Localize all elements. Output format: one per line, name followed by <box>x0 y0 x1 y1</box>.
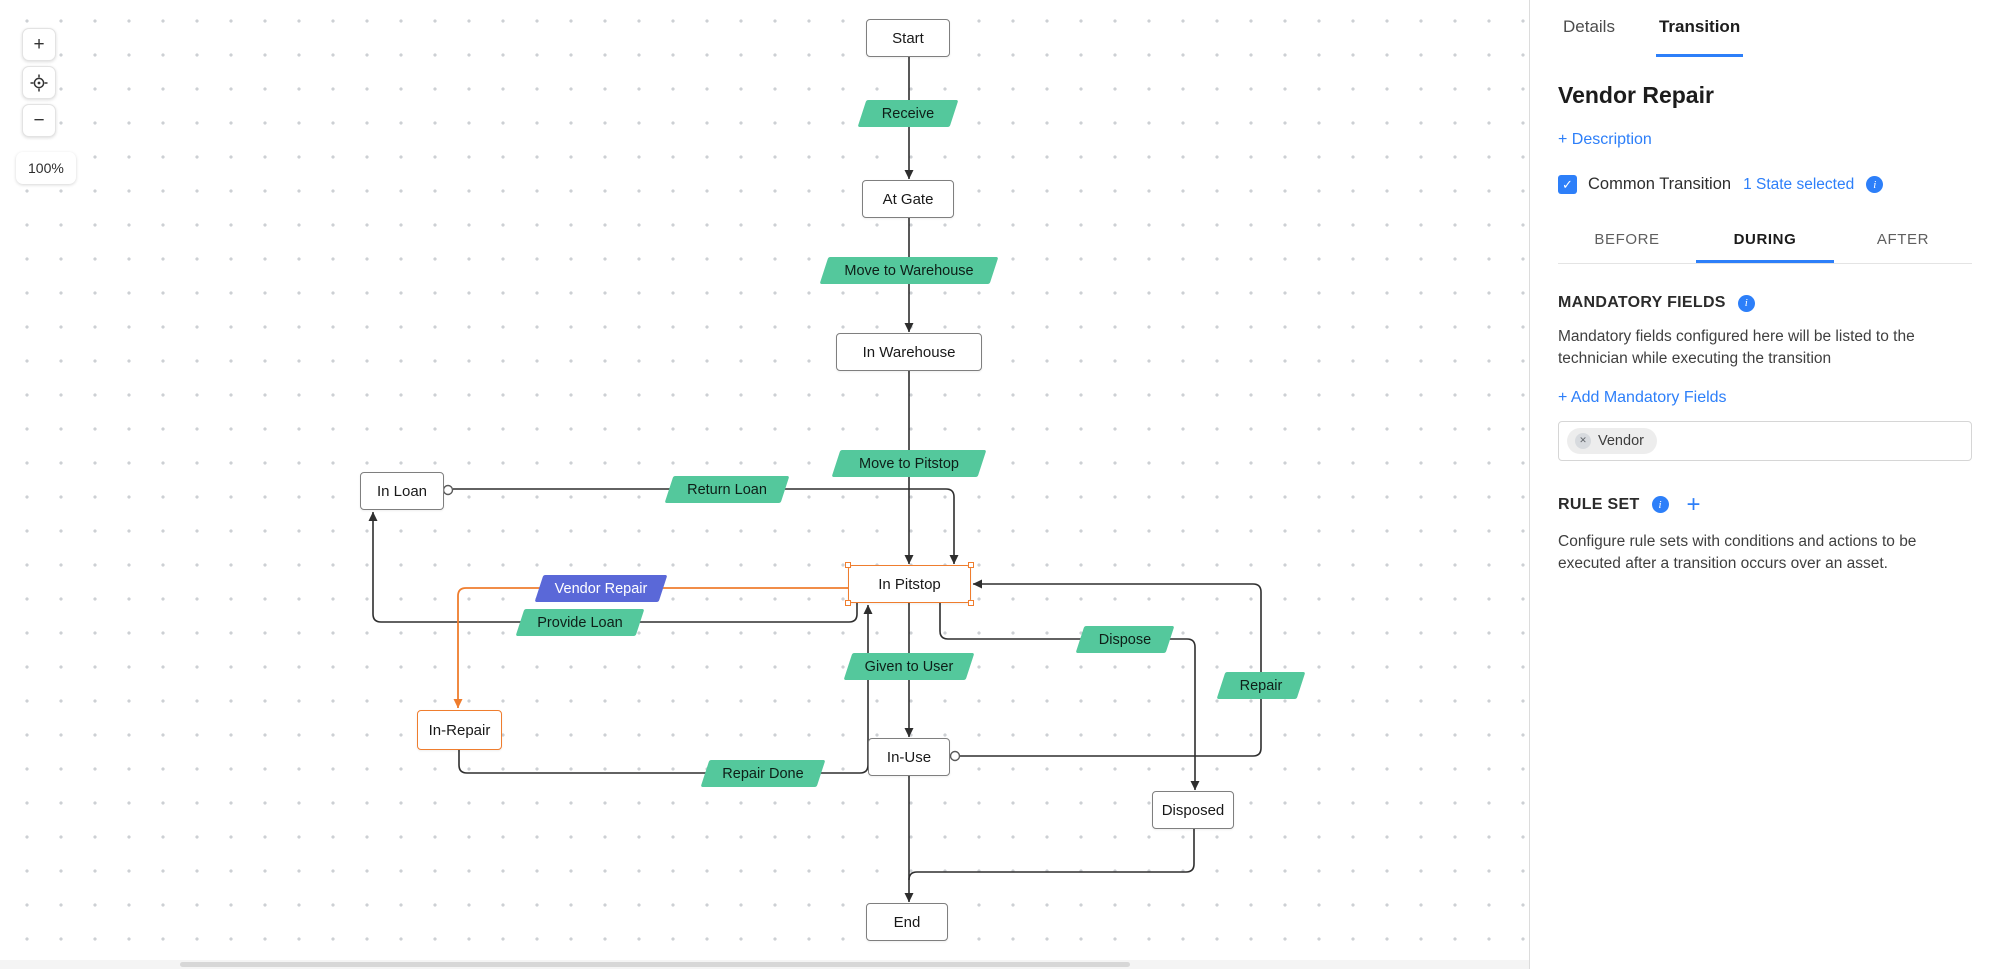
node-in-pitstop[interactable]: In Pitstop <box>845 562 974 606</box>
locate-icon <box>30 74 48 91</box>
rule-set-heading: RULE SET <box>1558 495 1640 513</box>
transition-label: Repair Done <box>722 765 804 782</box>
transition-label: Return Loan <box>687 481 767 498</box>
transition-vendor-repair-selected[interactable]: Vendor Repair <box>534 575 668 602</box>
node-end[interactable]: End <box>866 903 948 941</box>
port-in-loan[interactable] <box>442 484 454 496</box>
mandatory-fields-heading: MANDATORY FIELDS <box>1558 294 1726 311</box>
zoom-level-badge: 100% <box>16 152 76 184</box>
node-label: In Loan <box>376 482 428 500</box>
mandatory-fields-header: MANDATORY FIELDS i <box>1558 294 1972 312</box>
plus-icon: + <box>33 33 45 55</box>
chip-label: Vendor <box>1598 432 1644 449</box>
selection-corner <box>968 600 974 606</box>
transition-given-to-user[interactable]: Given to User <box>843 653 975 680</box>
edge-repair[interactable] <box>955 579 1262 757</box>
common-transition-checkbox[interactable]: ✓ <box>1558 175 1577 194</box>
node-label: End <box>893 913 921 931</box>
transition-label: Repair <box>1239 677 1283 694</box>
transition-label: Provide Loan <box>537 614 623 631</box>
info-icon[interactable]: i <box>1737 294 1755 312</box>
transition-label: Move to Warehouse <box>844 262 974 279</box>
node-label: In-Repair <box>428 721 491 739</box>
transition-label: Move to Pitstop <box>859 455 959 472</box>
remove-chip-icon[interactable]: ✕ <box>1575 432 1591 449</box>
node-in-loan[interactable]: In Loan <box>360 472 444 510</box>
transition-provide-loan[interactable]: Provide Loan <box>515 609 645 636</box>
check-icon: ✓ <box>1562 176 1573 192</box>
node-label: Start <box>892 29 924 47</box>
node-label: In-Use <box>886 748 932 766</box>
common-transition-label: Common Transition <box>1588 175 1732 193</box>
selection-corner <box>968 562 974 568</box>
node-at-gate[interactable]: At Gate <box>862 180 954 218</box>
node-disposed[interactable]: Disposed <box>1152 791 1234 829</box>
mandatory-fields-input[interactable]: ✕ Vendor <box>1558 420 1972 461</box>
scrollbar-thumb[interactable] <box>180 962 1130 967</box>
transition-side-panel: Details Transition Vendor Repair + Descr… <box>1530 0 2000 969</box>
field-chip-vendor: ✕ Vendor <box>1567 427 1657 454</box>
tab-after[interactable]: AFTER <box>1876 230 1930 248</box>
zoom-out-button[interactable]: − <box>22 104 56 137</box>
edge-dispose[interactable] <box>939 603 1200 791</box>
transition-move-to-warehouse[interactable]: Move to Warehouse <box>819 257 999 284</box>
selection-corner <box>845 562 851 568</box>
fit-view-button[interactable] <box>22 66 56 99</box>
node-start[interactable]: Start <box>866 19 950 57</box>
transition-dispose[interactable]: Dispose <box>1075 626 1175 653</box>
edge-return-loan[interactable] <box>453 488 959 565</box>
horizontal-scrollbar[interactable] <box>0 960 1529 969</box>
tab-before[interactable]: BEFORE <box>1594 230 1660 248</box>
minus-icon: − <box>33 109 45 131</box>
transition-label: Vendor Repair <box>554 580 648 597</box>
edge-vendor-repair-selected[interactable] <box>453 587 848 709</box>
tab-during[interactable]: DURING <box>1696 218 1834 263</box>
selection-corner <box>845 600 851 606</box>
port-in-use[interactable] <box>949 750 961 762</box>
transition-label: Given to User <box>864 658 954 675</box>
transition-repair-done[interactable]: Repair Done <box>700 760 826 787</box>
mandatory-fields-description: Mandatory fields configured here will be… <box>1558 328 1915 368</box>
rule-set-description: Configure rule sets with conditions and … <box>1558 532 1917 573</box>
edge-disposed-end[interactable] <box>908 829 1195 881</box>
transition-label: Dispose <box>1098 631 1152 648</box>
zoom-controls: + − <box>22 28 56 137</box>
flow-edges <box>368 57 1262 903</box>
transition-receive[interactable]: Receive <box>857 100 959 127</box>
edge-provide-loan[interactable] <box>368 511 858 623</box>
transition-return-loan[interactable]: Return Loan <box>664 476 790 503</box>
common-transition-row: ✓ Common Transition 1 State selected i <box>1558 175 1972 194</box>
phase-tab-bar: BEFORE DURING AFTER <box>1558 218 1972 264</box>
edge-repair-done[interactable] <box>458 604 873 774</box>
node-label: In Pitstop <box>878 575 941 593</box>
state-selected-link[interactable]: 1 State selected <box>1743 175 1855 193</box>
tab-transition[interactable]: Transition <box>1655 0 1744 57</box>
node-in-use[interactable]: In-Use <box>868 738 950 776</box>
add-description-link[interactable]: + Description <box>1558 131 1652 148</box>
transition-move-to-pitstop[interactable]: Move to Pitstop <box>831 450 987 477</box>
add-rule-set-button[interactable]: + <box>1686 490 1701 518</box>
transition-title: Vendor Repair <box>1558 82 1714 108</box>
workflow-canvas[interactable]: Start At Gate In Warehouse In Loan In Pi… <box>0 0 1530 969</box>
zoom-in-button[interactable]: + <box>22 28 56 61</box>
node-label: Disposed <box>1161 801 1225 819</box>
panel-tab-bar: Details Transition <box>1530 0 2000 57</box>
transition-label: Receive <box>881 105 935 122</box>
node-label: In Warehouse <box>862 343 956 361</box>
add-mandatory-fields-link[interactable]: + Add Mandatory Fields <box>1558 388 1727 406</box>
info-icon[interactable]: i <box>1866 176 1884 193</box>
node-label: At Gate <box>882 190 934 208</box>
info-icon[interactable]: i <box>1651 496 1669 514</box>
transition-repair[interactable]: Repair <box>1216 672 1306 699</box>
tab-details[interactable]: Details <box>1563 17 1615 36</box>
node-in-repair[interactable]: In-Repair <box>417 710 502 750</box>
rule-set-header: RULE SET i + <box>1558 490 1972 518</box>
node-in-warehouse[interactable]: In Warehouse <box>836 333 982 371</box>
